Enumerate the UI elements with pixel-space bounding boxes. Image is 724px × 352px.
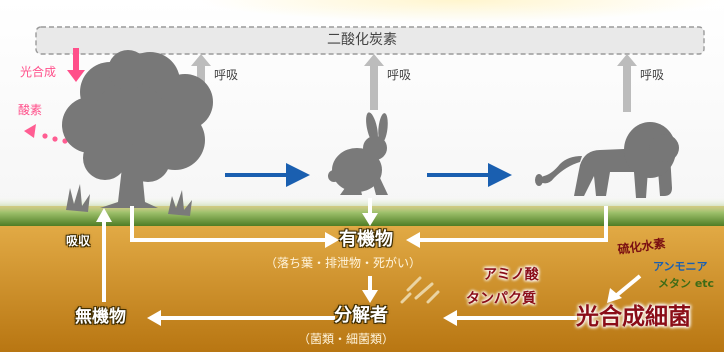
respiration-label-tree: 呼吸: [214, 68, 239, 82]
bacteria-doodles: [400, 276, 440, 304]
ammonia-label: アンモニア: [653, 260, 708, 273]
photosynthesis-arrow: [67, 48, 85, 82]
lion-silhouette: [535, 122, 679, 198]
absorption-label: 吸収: [66, 234, 91, 248]
respiration-arrow-lion: [617, 54, 637, 112]
respiration-arrow-rabbit: [364, 54, 384, 110]
grass-tufts: [66, 184, 192, 216]
carbon-dioxide-box: [35, 26, 705, 55]
methane-label: メタン etc: [658, 277, 715, 290]
carbon-dioxide-label: 二酸化炭素: [327, 32, 397, 48]
amino-acids-label: アミノ酸: [483, 267, 539, 283]
organic-matter-label: 有機物: [339, 229, 393, 250]
respiration-label-lion: 呼吸: [640, 68, 665, 82]
lion-to-organic-line: [418, 206, 608, 242]
chemosynthetic-bacteria-label: 光合成細菌: [576, 304, 691, 330]
photosynthesis-label: 光合成: [20, 65, 57, 79]
respiration-label-rabbit: 呼吸: [387, 68, 412, 82]
inorganic-matter-label: 無機物: [75, 307, 126, 327]
sky-glow: [200, 0, 720, 22]
gases-to-bacteria-arrow: [607, 274, 642, 303]
organic-flow-lines: [102, 198, 608, 320]
soil-area: [0, 206, 724, 352]
organic-sources-label: （落ち葉・排泄物・死がい）: [265, 256, 422, 270]
decomposer-examples-label: （菌類・細菌類）: [298, 332, 395, 346]
tree-to-organic-line: [130, 206, 327, 242]
oxygen-label: 酸素: [18, 103, 43, 117]
tree-silhouette: [62, 50, 213, 208]
proteins-label: タンパク質: [466, 291, 536, 307]
decomposers-label: 分解者: [334, 305, 388, 326]
organic-flow-arrowheads: [96, 208, 457, 326]
rabbit-silhouette: [328, 112, 388, 195]
